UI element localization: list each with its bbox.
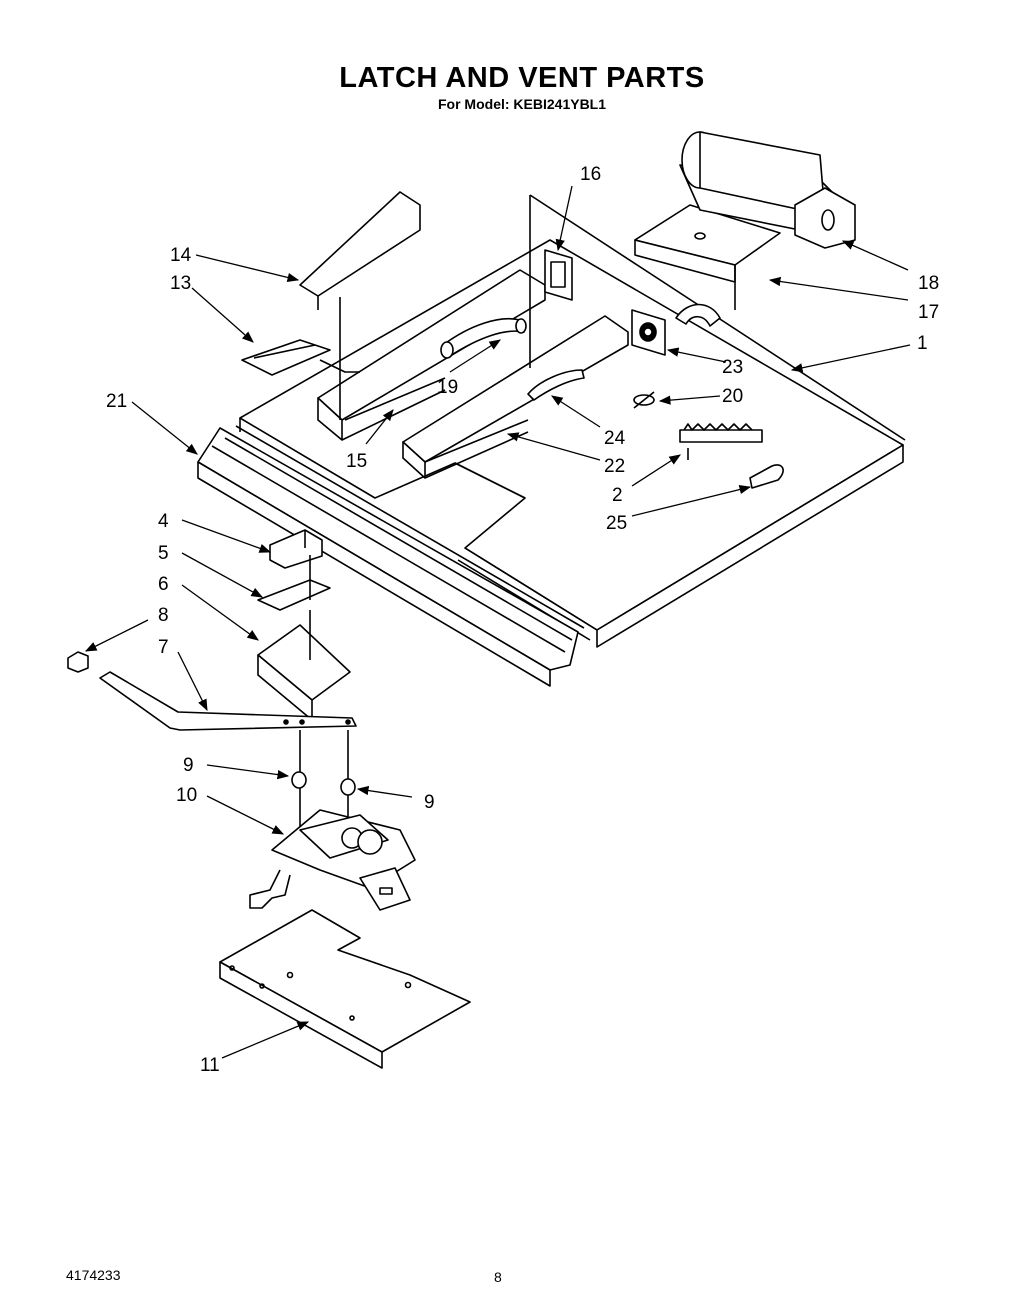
part-11-base-plate bbox=[219, 909, 471, 1069]
callout-5: 5 bbox=[158, 543, 169, 564]
callout-25: 25 bbox=[606, 513, 627, 534]
callout-10: 10 bbox=[176, 785, 197, 806]
callout-9-right: 9 bbox=[424, 792, 435, 813]
callout-23: 23 bbox=[722, 357, 743, 378]
part-6-switch-cover bbox=[257, 610, 351, 721]
part-24-hose bbox=[527, 369, 585, 401]
part-7-latch-link bbox=[99, 671, 357, 731]
part-20-screw bbox=[633, 391, 655, 409]
callout-2: 2 bbox=[612, 485, 623, 506]
callout-18: 18 bbox=[918, 273, 939, 294]
callout-13: 13 bbox=[170, 273, 191, 294]
part-25-clamp bbox=[749, 464, 784, 489]
callout-15: 15 bbox=[346, 451, 367, 472]
callout-8: 8 bbox=[158, 605, 169, 626]
document-number: 4174233 bbox=[66, 1267, 121, 1283]
model-subtitle: For Model: KEBI241YBL1 bbox=[437, 96, 607, 112]
part-14-bracket bbox=[299, 191, 421, 420]
part-9-spacers bbox=[291, 730, 356, 830]
callout-7: 7 bbox=[158, 637, 169, 658]
callout-20: 20 bbox=[722, 386, 743, 407]
callout-labels: 1 2 4 5 6 7 8 9 9 10 11 13 14 15 16 17 1… bbox=[106, 164, 939, 1076]
leader-lines bbox=[84, 185, 911, 1059]
part-21-front-rail bbox=[197, 425, 585, 687]
part-8-bumper bbox=[67, 651, 89, 673]
callout-22: 22 bbox=[604, 456, 625, 477]
part-19-hose bbox=[440, 317, 527, 359]
callout-1: 1 bbox=[917, 333, 928, 354]
part-17-mounting-plate bbox=[634, 204, 781, 310]
part-1-top-panel bbox=[239, 239, 904, 648]
callout-11: 11 bbox=[200, 1055, 220, 1076]
part-18-blower-motor bbox=[679, 131, 856, 249]
elbow-fitting bbox=[675, 303, 721, 327]
callout-16: 16 bbox=[580, 164, 601, 185]
callout-4: 4 bbox=[158, 511, 169, 532]
callout-21: 21 bbox=[106, 391, 127, 412]
part-23-gasket bbox=[631, 309, 666, 356]
part-13-clip bbox=[241, 339, 331, 376]
callout-24: 24 bbox=[604, 428, 626, 449]
part-5-insulator bbox=[257, 555, 331, 611]
part-10-latch-assembly bbox=[249, 809, 416, 911]
callout-6: 6 bbox=[158, 574, 169, 595]
page-number: 8 bbox=[494, 1269, 502, 1285]
part-4-latch-switch bbox=[269, 529, 323, 569]
callout-17: 17 bbox=[918, 302, 939, 323]
callout-14: 14 bbox=[170, 245, 192, 266]
callout-19: 19 bbox=[437, 377, 458, 398]
page-title: LATCH AND VENT PARTS bbox=[339, 62, 705, 94]
part-2-terminal-block bbox=[679, 423, 763, 460]
callout-9-left: 9 bbox=[183, 755, 194, 776]
